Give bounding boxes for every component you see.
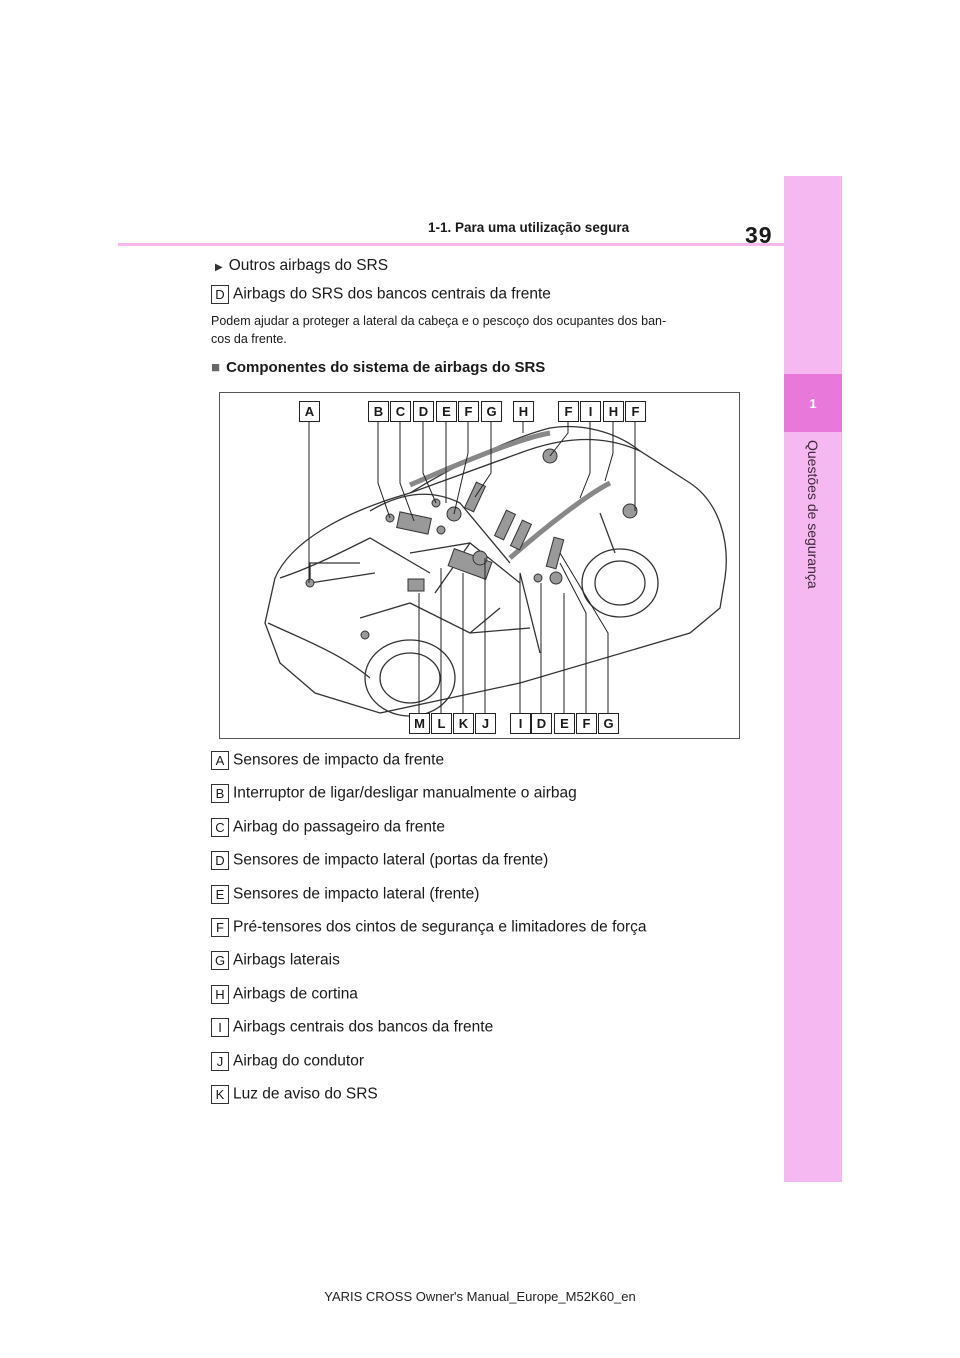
diagram-label-a: A xyxy=(299,401,320,422)
header-divider xyxy=(118,243,784,246)
square-bullet-icon: ■ xyxy=(211,359,221,376)
key-box: F xyxy=(211,918,229,937)
bullet-heading-text: Outros airbags do SRS xyxy=(228,257,389,274)
diagram-label-l: L xyxy=(431,713,452,734)
diagram-label-m: M xyxy=(409,713,430,734)
key-box: J xyxy=(211,1052,229,1071)
diagram-label-g: G xyxy=(481,401,502,422)
diagram-label-f2: F xyxy=(558,401,579,422)
key-box: E xyxy=(211,885,229,904)
diagram-label-f4: F xyxy=(576,713,597,734)
section-title: 1-1. Para uma utilização segura xyxy=(428,220,630,235)
diagram-label-i2: I xyxy=(510,713,531,734)
footer-manual-id: YARIS CROSS Owner's Manual_Europe_M52K60… xyxy=(324,1289,636,1304)
legend-text: Airbags de cortina xyxy=(233,985,358,1003)
legend-text: Pré-tensores dos cintos de segurança e l… xyxy=(233,918,647,936)
description-line-1: Podem ajudar a proteger a lateral da cab… xyxy=(211,314,667,328)
diagram-label-d2: D xyxy=(531,713,552,734)
legend-text: Airbag do passageiro da frente xyxy=(233,818,445,836)
key-box: G xyxy=(211,951,229,970)
key-box: D xyxy=(211,851,229,870)
key-box: H xyxy=(211,985,229,1004)
key-box: B xyxy=(211,784,229,803)
diagram-label-e2: E xyxy=(554,713,575,734)
diagram-label-f3: F xyxy=(625,401,646,422)
chapter-number-tab[interactable]: 1 xyxy=(784,374,842,432)
diagram-label-d: D xyxy=(413,401,434,422)
legend-text: Luz de aviso do SRS xyxy=(233,1085,378,1103)
diagram-label-c: C xyxy=(390,401,411,422)
airbag-components-diagram: A B C D E F G H F I H F M L K J I D E F … xyxy=(219,392,740,739)
legend-text: Airbags centrais dos bancos da frente xyxy=(233,1018,494,1036)
key-box: K xyxy=(211,1085,229,1104)
subheading-text: Componentes do sistema de airbags do SRS xyxy=(226,359,546,376)
diagram-label-f: F xyxy=(458,401,479,422)
item-d-text: Airbags do SRS dos bancos centrais da fr… xyxy=(233,285,551,303)
legend-text: Sensores de impacto da frente xyxy=(233,751,445,769)
car-illustration xyxy=(264,422,727,717)
legend-text: Airbag do condutor xyxy=(233,1052,364,1070)
chapter-side-tab xyxy=(784,176,842,1182)
key-box: A xyxy=(211,751,229,770)
subheading: ■ Componentes do sistema de airbags do SR… xyxy=(211,359,545,376)
key-box: I xyxy=(211,1018,229,1037)
triangle-bullet-icon: ▶ xyxy=(215,262,223,273)
legend-text: Airbags laterais xyxy=(233,951,340,969)
diagram-label-h2: H xyxy=(603,401,624,422)
diagram-label-k: K xyxy=(453,713,474,734)
diagram-label-g2: G xyxy=(598,713,619,734)
legend-text: Interruptor de ligar/desligar manualment… xyxy=(233,784,577,802)
description-line-2: cos da frente. xyxy=(211,332,287,346)
legend-text: Sensores de impacto lateral (portas da f… xyxy=(233,851,549,869)
diagram-label-h: H xyxy=(513,401,534,422)
key-box: D xyxy=(211,285,229,304)
key-box: C xyxy=(211,818,229,837)
diagram-label-j: J xyxy=(475,713,496,734)
chapter-title-vertical: Questões de segurança xyxy=(784,440,842,740)
diagram-label-i: I xyxy=(580,401,601,422)
chapter-title: Questões de segurança xyxy=(805,440,821,589)
diagram-label-b: B xyxy=(368,401,389,422)
bullet-heading: ▶ Outros airbags do SRS xyxy=(215,257,388,275)
legend-text: Sensores de impacto lateral (frente) xyxy=(233,885,480,903)
diagram-label-e: E xyxy=(436,401,457,422)
